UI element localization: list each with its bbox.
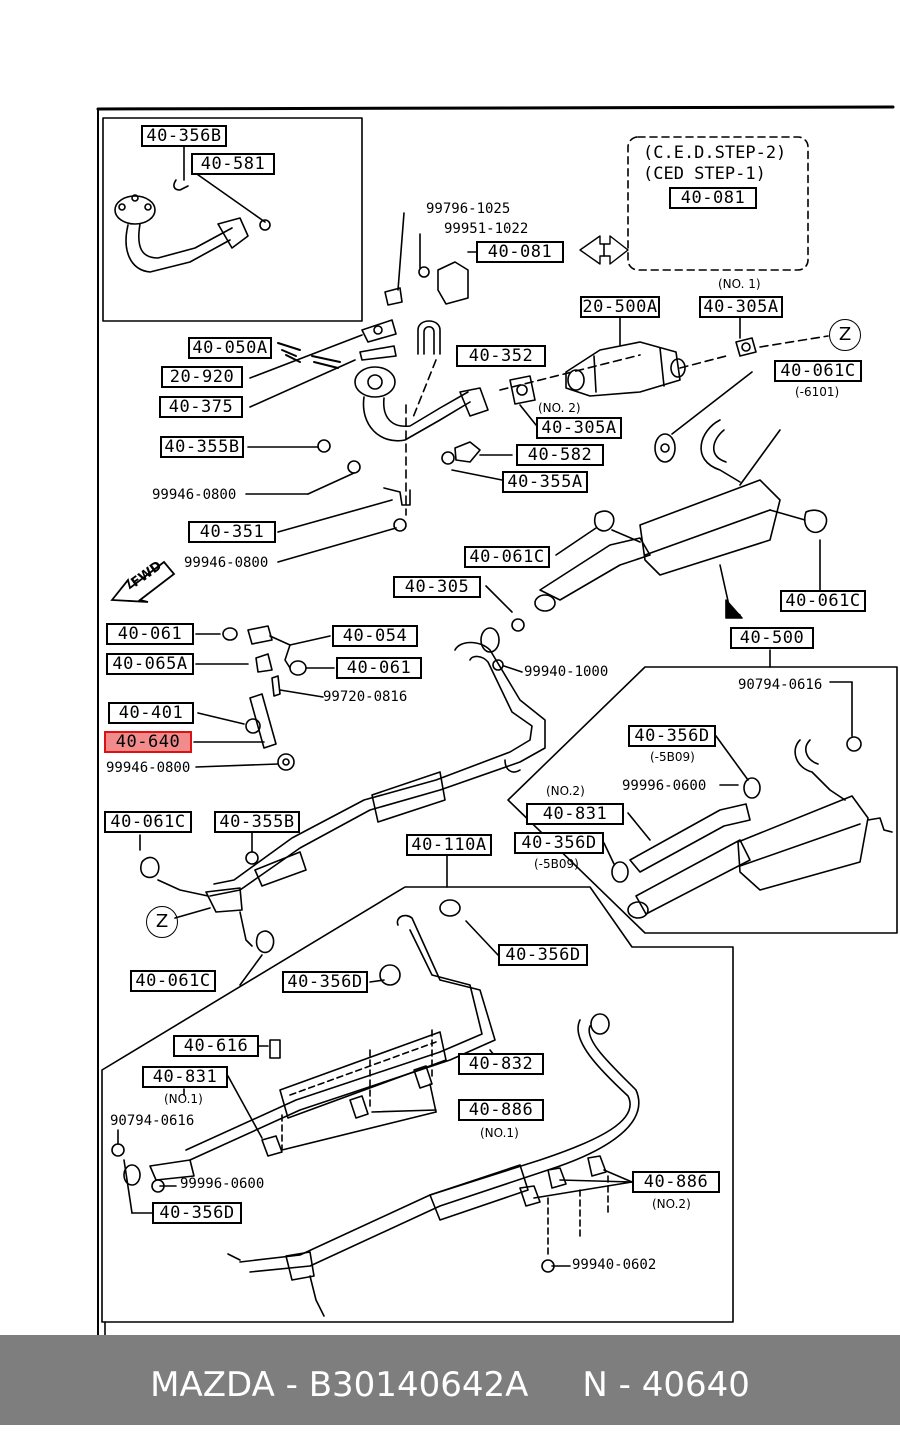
callout-40-356d-upper: 40-356D [498,944,588,966]
callout-40-305a-no2: 40-305A [536,417,622,439]
callout-40-401: 40-401 [108,702,194,724]
callout-40-356d-lower: 40-356D [152,1202,242,1224]
ced-dashed-box [627,136,809,271]
note-no2-gasket: (NO. 2) [538,401,581,415]
exhaust-system-diagram: FWD 40-356B 40-581 40-081 40-081 20-500A… [96,105,898,1335]
callout-40-305: 40-305 [393,576,481,598]
ced-step-2-note: (C.E.D.STEP-2) [643,143,787,163]
callout-40-081-ced: 40-081 [669,187,757,209]
callout-40-061-b: 40-061 [336,657,422,679]
callout-40-582: 40-582 [516,444,604,466]
part-number-99996-0600-a: 99996-0600 [622,778,707,794]
callout-40-061c-mid: 40-061C [464,546,550,568]
callout-40-356b: 40-356B [141,125,227,147]
callout-40-061c-right: 40-061C [780,590,866,612]
callout-40-832: 40-832 [458,1053,544,1075]
part-number-99940-0602: 99940-0602 [572,1257,657,1273]
part-number-99951-1022: 99951-1022 [444,221,529,237]
footer-bar: MAZDA - B30140642A N - 40640 [0,1335,900,1425]
note-no1-886: (NO.1) [480,1126,519,1140]
note-no2-inset: (NO.2) [546,784,585,798]
part-number-99946-0800-a: 99946-0800 [152,487,237,503]
callout-40-500: 40-500 [730,627,814,649]
callout-40-054: 40-054 [332,625,418,647]
callout-40-305a: 40-305A [699,296,783,318]
part-number-90794-0616-b: 90794-0616 [110,1113,195,1129]
note-no1-831: (NO.1) [164,1092,203,1106]
callout-40-616: 40-616 [173,1035,259,1057]
callout-40-065a: 40-065A [106,653,194,675]
part-number-90794-0616-a: 90794-0616 [738,677,823,693]
inset-front-pipe-box [102,117,363,322]
callout-40-352: 40-352 [456,345,546,367]
callout-40-355b-left: 40-355B [214,811,300,833]
callout-40-061c-left: 40-061C [104,811,192,833]
callout-40-110a: 40-110A [406,834,492,856]
part-number-99796-1025: 99796-1025 [426,201,511,217]
connector-z-top: Z [829,319,861,351]
fwd-arrow-icon [110,560,176,603]
callout-40-356d-inset: 40-356D [628,725,716,747]
part-number-99946-0800-c: 99946-0800 [106,760,191,776]
callout-40-886-no1: 40-886 [458,1099,544,1121]
callout-40-356d-5b09: 40-356D [514,832,604,854]
inset-muffler-box [507,666,898,934]
part-number-99946-0800-b: 99946-0800 [184,555,269,571]
note-no2-886: (NO.2) [652,1197,691,1211]
note-5b09-a: (-5B09) [650,750,695,764]
footer-part-caption: MAZDA - B30140642A N - 40640 [150,1365,750,1405]
callout-40-356d-mid: 40-356D [282,971,368,993]
note-no1-top: (NO. 1) [718,277,761,291]
callout-40-831-no1: 40-831 [142,1066,228,1088]
callout-40-061-a: 40-061 [106,623,194,645]
part-number-99996-0600-b: 99996-0600 [180,1176,265,1192]
inset-bottom-box [101,886,734,1323]
callout-40-581: 40-581 [191,153,275,175]
note-5b09-b: (-5B09) [534,857,579,871]
callout-40-831-no2: 40-831 [526,803,624,825]
callout-40-351: 40-351 [188,521,276,543]
callout-40-061c-top: 40-061C [774,360,862,382]
callout-40-375: 40-375 [159,396,243,418]
callout-40-050a: 40-050A [188,337,272,359]
note-6101: (-6101) [795,385,840,399]
connector-z-bottom: Z [146,906,178,938]
callout-40-640-highlighted: 40-640 [104,731,192,753]
callout-40-081: 40-081 [476,241,564,263]
callout-20-920: 20-920 [161,366,243,388]
ced-step-1-note: (CED STEP-1) [643,164,766,184]
part-number-99940-1000: 99940-1000 [524,664,609,680]
part-number-99720-0816: 99720-0816 [323,689,408,705]
callout-40-355a: 40-355A [502,471,588,493]
callout-40-886-no2: 40-886 [632,1171,720,1193]
diagram-lines [96,105,898,1335]
callout-20-500a: 20-500A [580,296,660,318]
callout-40-061c-bottom: 40-061C [130,970,216,992]
callout-40-355b: 40-355B [160,436,244,458]
